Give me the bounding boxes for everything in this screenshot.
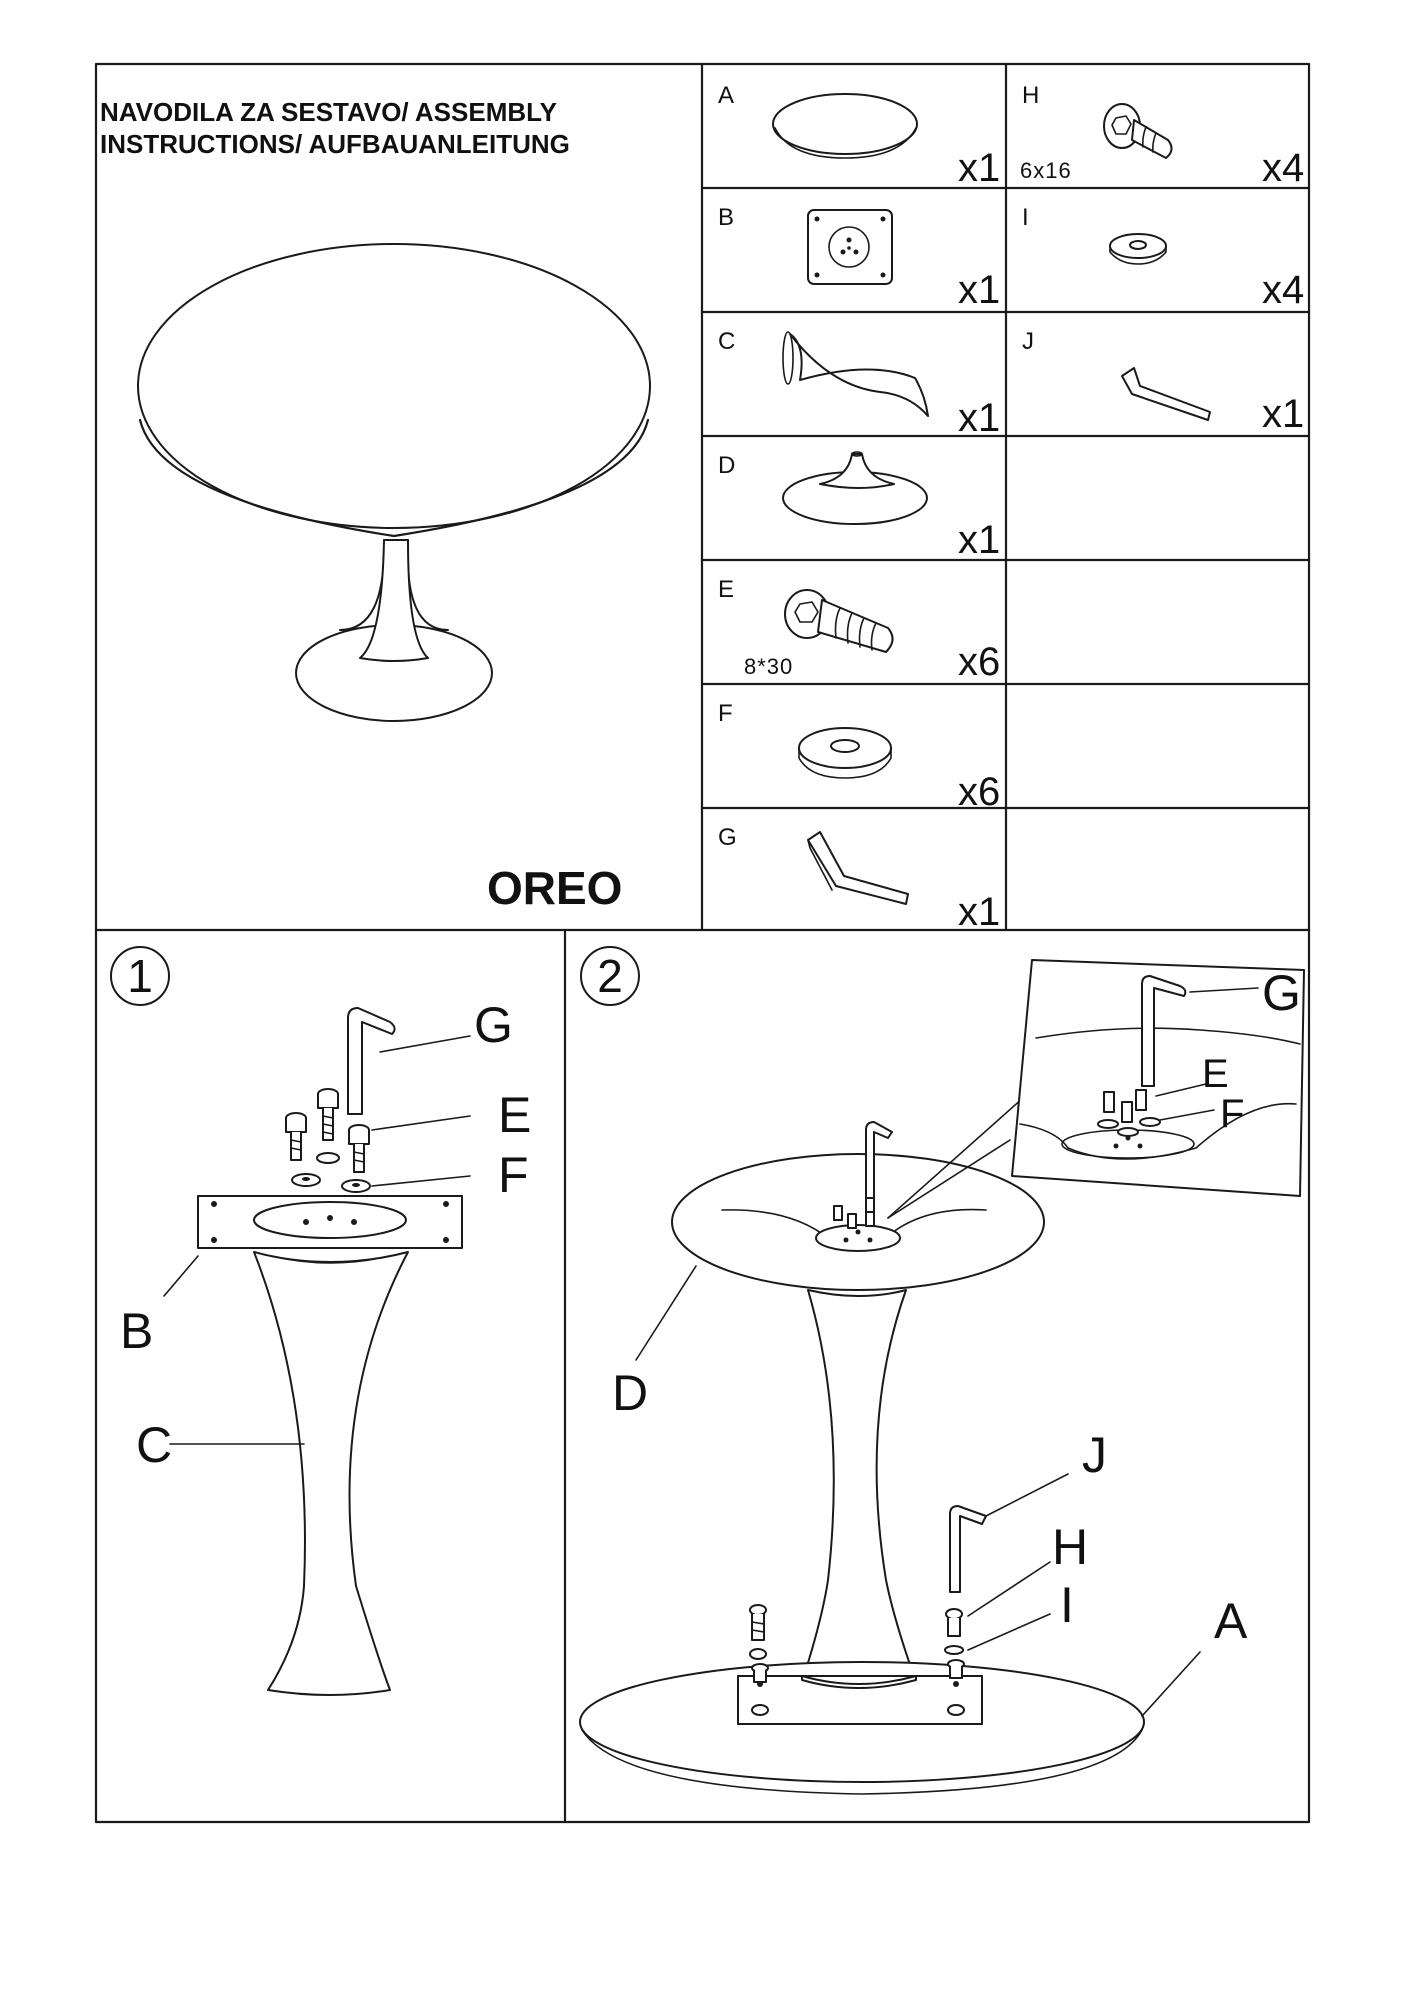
step-1-label-g: G xyxy=(474,997,513,1053)
part-e-qty: x6 xyxy=(958,640,1001,684)
part-d-letter: D xyxy=(718,452,736,479)
step-2-label-f: F xyxy=(1220,1092,1245,1136)
part-d-base-disc-icon xyxy=(782,451,928,525)
part-i-small-washer-icon xyxy=(1109,233,1167,265)
step-2-label-h: H xyxy=(1052,1519,1089,1575)
part-h-spec: 6x16 xyxy=(1020,158,1072,183)
part-i-qty: x4 xyxy=(1262,268,1305,312)
part-j-small-allen-key-icon xyxy=(1121,367,1211,421)
step-2-label-j: J xyxy=(1082,1427,1107,1483)
part-g-letter: G xyxy=(718,824,737,851)
part-h-qty: x4 xyxy=(1262,146,1305,190)
table-overview-illustration xyxy=(137,243,651,722)
part-b-square-plate-icon xyxy=(807,209,893,285)
part-c-letter: C xyxy=(718,328,736,355)
page-frame xyxy=(94,62,1311,1824)
part-b-letter: B xyxy=(718,204,735,231)
part-j-letter: J xyxy=(1022,328,1034,355)
part-a-qty: x1 xyxy=(958,146,1001,190)
part-d-qty: x1 xyxy=(958,518,1001,562)
title-line-2: INSTRUCTIONS/ AUFBAUANLEITUNG xyxy=(100,129,570,159)
part-h-hex-screw-icon xyxy=(1103,103,1173,159)
part-e-spec: 8*30 xyxy=(744,654,794,679)
step-2-label-i: I xyxy=(1060,1577,1074,1633)
product-name: OREO xyxy=(487,862,623,914)
step-2-label-a: A xyxy=(1214,1593,1248,1649)
part-c-column-icon xyxy=(782,331,929,417)
part-f-washer-icon xyxy=(798,727,892,779)
step-2-number: 2 xyxy=(580,946,640,1006)
step-2-label-d: D xyxy=(612,1365,649,1421)
step-1-illustration xyxy=(163,1007,471,1696)
part-a-letter: A xyxy=(718,82,735,109)
part-e-hex-bolt-icon xyxy=(784,589,894,653)
part-c-qty: x1 xyxy=(958,396,1001,440)
step-1-label-f: F xyxy=(498,1147,529,1203)
part-g-qty: x1 xyxy=(958,890,1001,934)
step-2-illustration xyxy=(579,959,1305,1795)
step-1-label-e: E xyxy=(498,1087,532,1143)
part-b-qty: x1 xyxy=(958,268,1001,312)
step-1-number: 1 xyxy=(110,946,170,1006)
part-e-letter: E xyxy=(718,576,735,603)
step-2-label-g: G xyxy=(1262,965,1301,1021)
part-g-allen-key-icon xyxy=(807,831,909,905)
title-line-1: NAVODILA ZA SESTAVO/ ASSEMBLY xyxy=(100,97,557,127)
part-h-letter: H xyxy=(1022,82,1040,109)
step-2-label-e: E xyxy=(1202,1052,1229,1096)
step-1-label-c: C xyxy=(136,1417,173,1473)
step-1-label-b: B xyxy=(120,1303,154,1359)
part-a-round-top-icon xyxy=(772,93,918,159)
part-f-qty: x6 xyxy=(958,770,1001,814)
part-i-letter: I xyxy=(1022,204,1029,231)
part-j-qty: x1 xyxy=(1262,392,1305,436)
part-f-letter: F xyxy=(718,700,733,727)
